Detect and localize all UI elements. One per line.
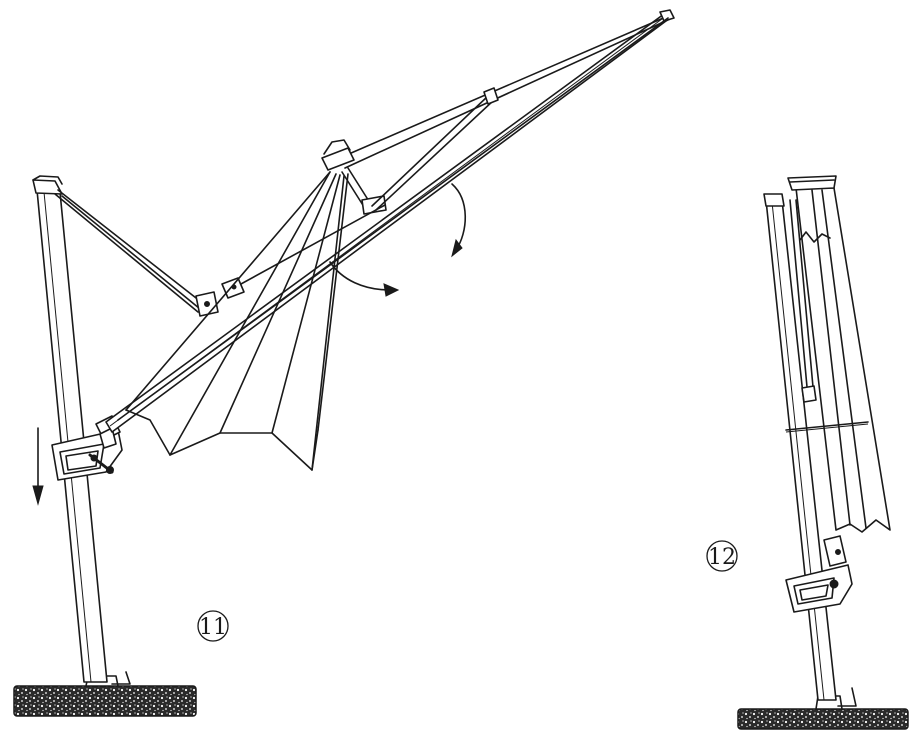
tilt-handle-12 bbox=[785, 535, 853, 613]
figure-11-open-umbrella: 11 bbox=[13, 9, 675, 717]
figure-12-closed-umbrella: 12 bbox=[706, 175, 909, 730]
tilt-handle-11 bbox=[51, 415, 123, 481]
tilt-arrow-icon bbox=[329, 261, 391, 291]
svg-text:12: 12 bbox=[708, 545, 736, 570]
svg-text:11: 11 bbox=[199, 615, 227, 640]
base-slab-11 bbox=[13, 685, 197, 717]
step-12-label: 12 bbox=[706, 540, 738, 572]
step-11-label: 11 bbox=[197, 610, 229, 642]
folded-canopy-12 bbox=[795, 187, 891, 533]
crown-hub-11 bbox=[321, 147, 355, 171]
base-slab-12 bbox=[737, 708, 909, 730]
crown-hub-12 bbox=[787, 175, 837, 191]
rotate-arrow-icon bbox=[451, 183, 466, 251]
support-strut-11 bbox=[57, 189, 206, 306]
folded-canopy-11 bbox=[125, 171, 349, 471]
